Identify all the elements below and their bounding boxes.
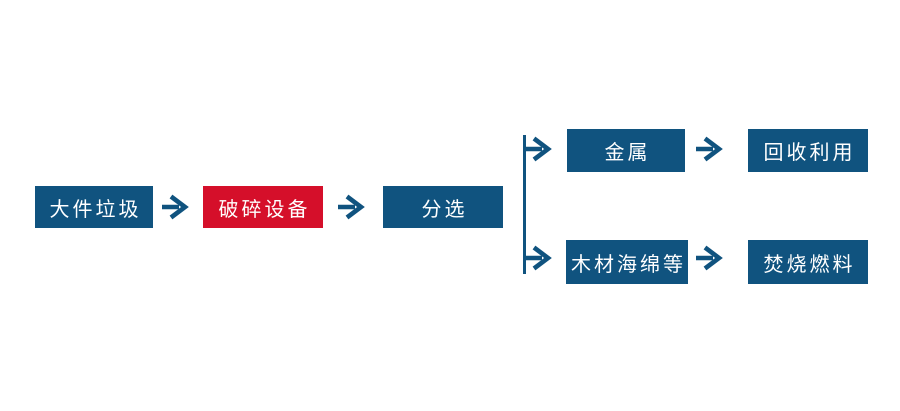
node-crushing-equipment: 破碎设备 — [203, 186, 323, 228]
node-bulky-waste: 大件垃圾 — [35, 186, 153, 228]
node-sorting: 分选 — [383, 186, 503, 228]
branch-connector-line — [523, 135, 526, 274]
node-incineration-fuel: 焚烧燃料 — [748, 240, 868, 284]
arrow-right-icon — [336, 192, 368, 222]
arrow-right-icon — [694, 134, 726, 164]
arrow-right-icon — [694, 243, 726, 273]
branch-arrow-right-icon — [525, 134, 555, 164]
node-recycling: 回收利用 — [748, 129, 868, 172]
node-wood-sponge-etc: 木材海绵等 — [566, 240, 688, 284]
arrow-right-icon — [160, 192, 192, 222]
node-metal: 金属 — [567, 129, 685, 172]
branch-arrow-right-icon — [525, 243, 555, 273]
